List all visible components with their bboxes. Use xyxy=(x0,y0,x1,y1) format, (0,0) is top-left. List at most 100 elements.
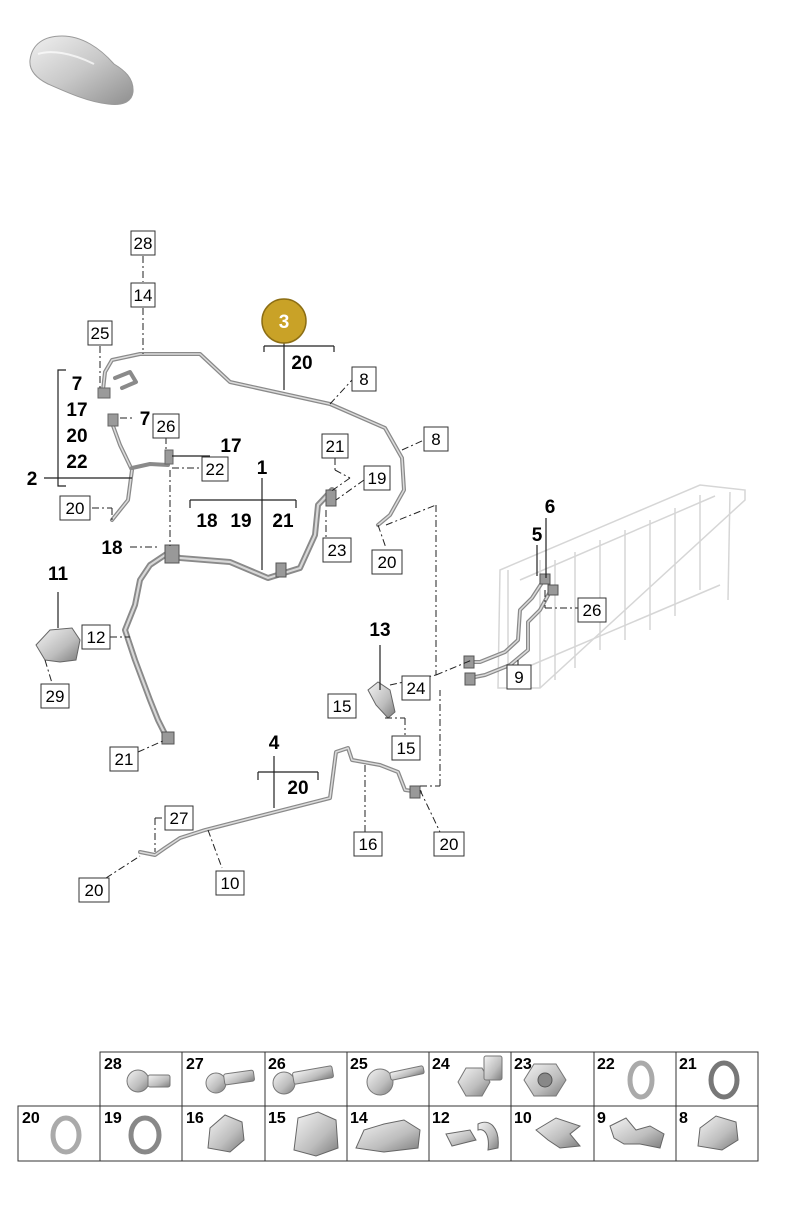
callout-28-label: 28 xyxy=(134,234,153,253)
callout-15a-label: 15 xyxy=(333,697,352,716)
callout-16[interactable]: 16 xyxy=(353,831,383,857)
callout-26b[interactable]: 26 xyxy=(577,597,607,623)
part-13-label: 13 xyxy=(369,620,390,641)
callout-14[interactable]: 14 xyxy=(130,282,156,308)
callout-29[interactable]: 29 xyxy=(40,683,70,709)
table-cell-23[interactable]: 23 xyxy=(514,1056,567,1097)
table-cell-28[interactable]: 28 xyxy=(104,1056,171,1093)
callout-25-label: 25 xyxy=(91,324,110,343)
bolt-icon xyxy=(205,1069,255,1094)
callout-12-label: 12 xyxy=(87,628,106,647)
main-part-number: 3 xyxy=(279,312,290,333)
callout-15a[interactable]: 15 xyxy=(327,693,357,719)
table-cell-25-label: 25 xyxy=(350,1056,368,1073)
callout-21b[interactable]: 21 xyxy=(109,746,139,772)
pipe-3-main xyxy=(97,352,406,527)
o-ring-icon xyxy=(627,1060,655,1100)
callout-20d-label: 20 xyxy=(85,881,104,900)
callout-12[interactable]: 12 xyxy=(81,624,111,650)
callout-9[interactable]: 9 xyxy=(506,664,532,690)
table-cell-25[interactable]: 25 xyxy=(350,1056,425,1096)
holder-icon xyxy=(355,1119,421,1153)
clamp-icon xyxy=(535,1117,582,1149)
group-2-item-0: 7 xyxy=(72,374,83,395)
table-cell-8-label: 8 xyxy=(679,1110,688,1127)
table-cell-28-label: 28 xyxy=(104,1056,122,1073)
group-4-sub: 20 xyxy=(287,778,308,799)
callout-15b-label: 15 xyxy=(397,739,416,758)
callout-25[interactable]: 25 xyxy=(87,320,113,346)
table-cell-10[interactable]: 10 xyxy=(514,1110,582,1149)
table-cell-12[interactable]: 12 xyxy=(432,1110,499,1151)
callout-29-label: 29 xyxy=(46,687,65,706)
callout-22[interactable]: 22 xyxy=(201,456,229,482)
table-cell-12-label: 12 xyxy=(432,1110,450,1127)
callout-20a[interactable]: 20 xyxy=(59,495,91,521)
callout-8a[interactable]: 8 xyxy=(351,366,377,392)
callout-10-label: 10 xyxy=(221,874,240,893)
callout-26a[interactable]: 26 xyxy=(152,413,180,439)
callout-8b-label: 8 xyxy=(431,430,440,449)
callout-9-label: 9 xyxy=(514,668,523,687)
radiator-outline xyxy=(497,484,746,689)
part-5-label: 5 xyxy=(532,525,543,546)
table-cell-21[interactable]: 21 xyxy=(679,1056,740,1100)
callout-10[interactable]: 10 xyxy=(215,870,245,896)
pipe-4 xyxy=(138,746,422,857)
callout-28[interactable]: 28 xyxy=(130,230,156,256)
main-part-badge[interactable]: 3 xyxy=(261,298,307,344)
callout-23[interactable]: 23 xyxy=(322,537,352,563)
callout-19[interactable]: 19 xyxy=(363,465,391,491)
part-17-label: 17 xyxy=(220,436,241,457)
group-2-item-3: 22 xyxy=(66,452,87,473)
callout-27[interactable]: 27 xyxy=(164,805,194,831)
callout-20c-label: 20 xyxy=(440,835,459,854)
callout-15b[interactable]: 15 xyxy=(391,735,421,761)
table-cell-19[interactable]: 19 xyxy=(104,1110,162,1155)
callout-8a-label: 8 xyxy=(359,370,368,389)
table-cell-14-label: 14 xyxy=(350,1110,368,1127)
table-cell-27-label: 27 xyxy=(186,1056,204,1073)
callout-27-label: 27 xyxy=(170,809,189,828)
group-2-item-2: 20 xyxy=(66,426,87,447)
part-6-label: 6 xyxy=(545,497,556,518)
callout-8b[interactable]: 8 xyxy=(423,426,449,452)
table-cell-24[interactable]: 24 xyxy=(432,1055,503,1097)
bold-labels: 20 7 17 20 22 2 7 17 1 18 19 21 18 6 5 1… xyxy=(27,353,556,799)
table-cell-22[interactable]: 22 xyxy=(597,1056,655,1100)
pipe-2 xyxy=(107,413,174,522)
callout-20d[interactable]: 20 xyxy=(78,877,110,903)
part-7-label: 7 xyxy=(140,409,151,430)
table-cell-14[interactable]: 14 xyxy=(350,1110,421,1153)
callout-19-label: 19 xyxy=(368,469,387,488)
fitting-icon xyxy=(445,1121,499,1151)
seal-ring-icon xyxy=(50,1115,82,1155)
part-4-label: 4 xyxy=(269,733,280,754)
table-cell-26[interactable]: 26 xyxy=(268,1056,334,1095)
table-cell-15[interactable]: 15 xyxy=(268,1110,339,1157)
group-lines xyxy=(44,340,547,808)
table-cell-20-label: 20 xyxy=(22,1110,40,1127)
callout-24[interactable]: 24 xyxy=(401,675,431,701)
callout-21a[interactable]: 21 xyxy=(321,433,349,459)
bracket-13 xyxy=(367,681,396,719)
table-cell-27[interactable]: 27 xyxy=(186,1056,255,1094)
table-cell-23-label: 23 xyxy=(514,1056,532,1073)
callout-14-label: 14 xyxy=(134,286,153,305)
bolt-icon xyxy=(126,1069,171,1093)
callout-20c[interactable]: 20 xyxy=(433,831,465,857)
car-silhouette-icon xyxy=(29,35,134,105)
callout-20b[interactable]: 20 xyxy=(371,549,403,575)
table-cell-24-label: 24 xyxy=(432,1056,450,1073)
table-cell-16[interactable]: 16 xyxy=(186,1110,245,1153)
hex-nut-icon xyxy=(523,1063,567,1097)
clip-icon xyxy=(207,1114,245,1153)
pipe-1 xyxy=(122,487,337,745)
table-cell-20[interactable]: 20 xyxy=(22,1110,82,1155)
table-cell-9[interactable]: 9 xyxy=(597,1110,665,1149)
table-cell-9-label: 9 xyxy=(597,1110,606,1127)
seal-ring-icon xyxy=(128,1115,162,1155)
table-cell-8[interactable]: 8 xyxy=(679,1110,739,1151)
seal-ring-icon xyxy=(708,1060,740,1100)
table-cell-22-label: 22 xyxy=(597,1056,615,1073)
